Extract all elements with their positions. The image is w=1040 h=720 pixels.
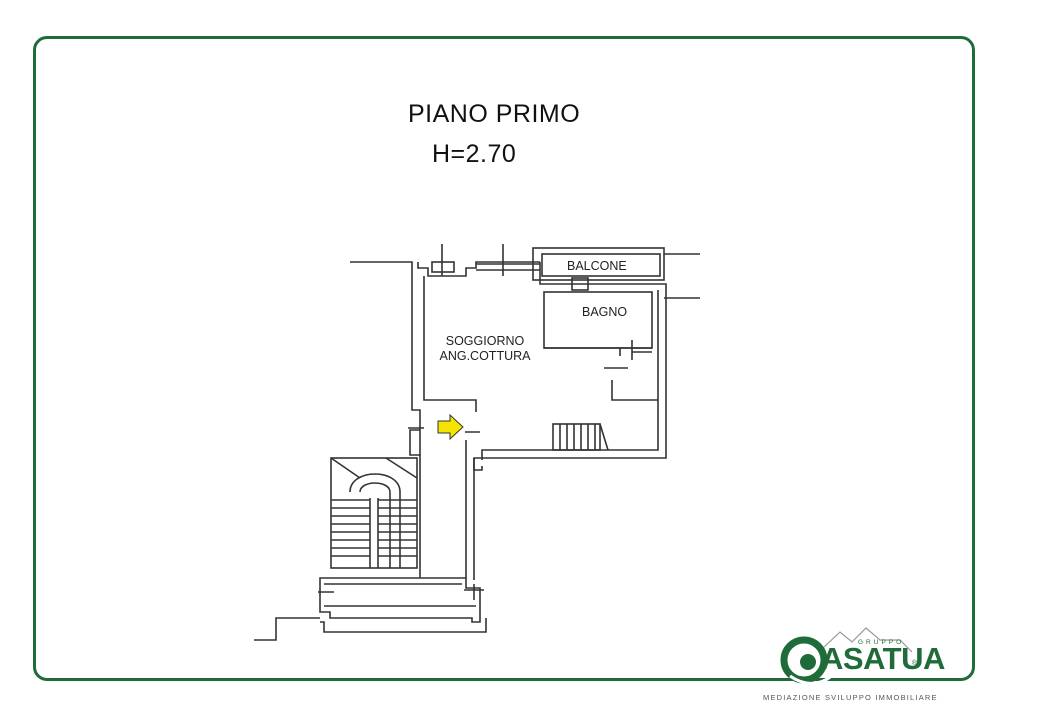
window-mark [431, 261, 455, 273]
wall-segment [254, 617, 487, 641]
window-mark [571, 277, 589, 291]
wall-segment [318, 583, 484, 607]
room-label-bagno: BAGNO [582, 305, 628, 319]
balcony-inner [541, 253, 661, 277]
wall-segment [319, 577, 481, 623]
logo-registered-mark: ® [912, 660, 918, 667]
wall-segment [664, 253, 700, 299]
ceiling-height-label: H=2.70 [432, 140, 517, 168]
wall-segment [604, 367, 658, 401]
room-label-soggiorno: SOGGIORNO [445, 334, 525, 348]
wall-segment [473, 262, 667, 471]
wall-segment [423, 276, 477, 412]
logo-wordmark: ASATUA [821, 641, 945, 676]
room-label-balcone: BALCONE [567, 259, 627, 273]
window-mark [441, 244, 540, 276]
bathroom-outline [543, 291, 653, 349]
stairwell [330, 457, 418, 569]
wall-segment [408, 427, 480, 433]
arrow-right-icon [437, 413, 464, 441]
logo-small-text: GRUPPO [858, 639, 905, 646]
wall-segment [544, 340, 652, 360]
logo-tagline: MEDIAZIONE SVILUPPO IMMOBILIARE [763, 693, 938, 702]
balcony-outline [532, 247, 665, 281]
house-swirl-logo-icon [780, 627, 913, 685]
interior-stairs [552, 423, 609, 451]
wall-segment [419, 440, 475, 580]
wall-segment [350, 261, 421, 456]
room-label-ang-cottura: ANG.COTTURA [439, 349, 531, 363]
floor-title: PIANO PRIMO [408, 100, 581, 128]
wall-segment [481, 290, 659, 460]
page-frame [33, 36, 975, 681]
